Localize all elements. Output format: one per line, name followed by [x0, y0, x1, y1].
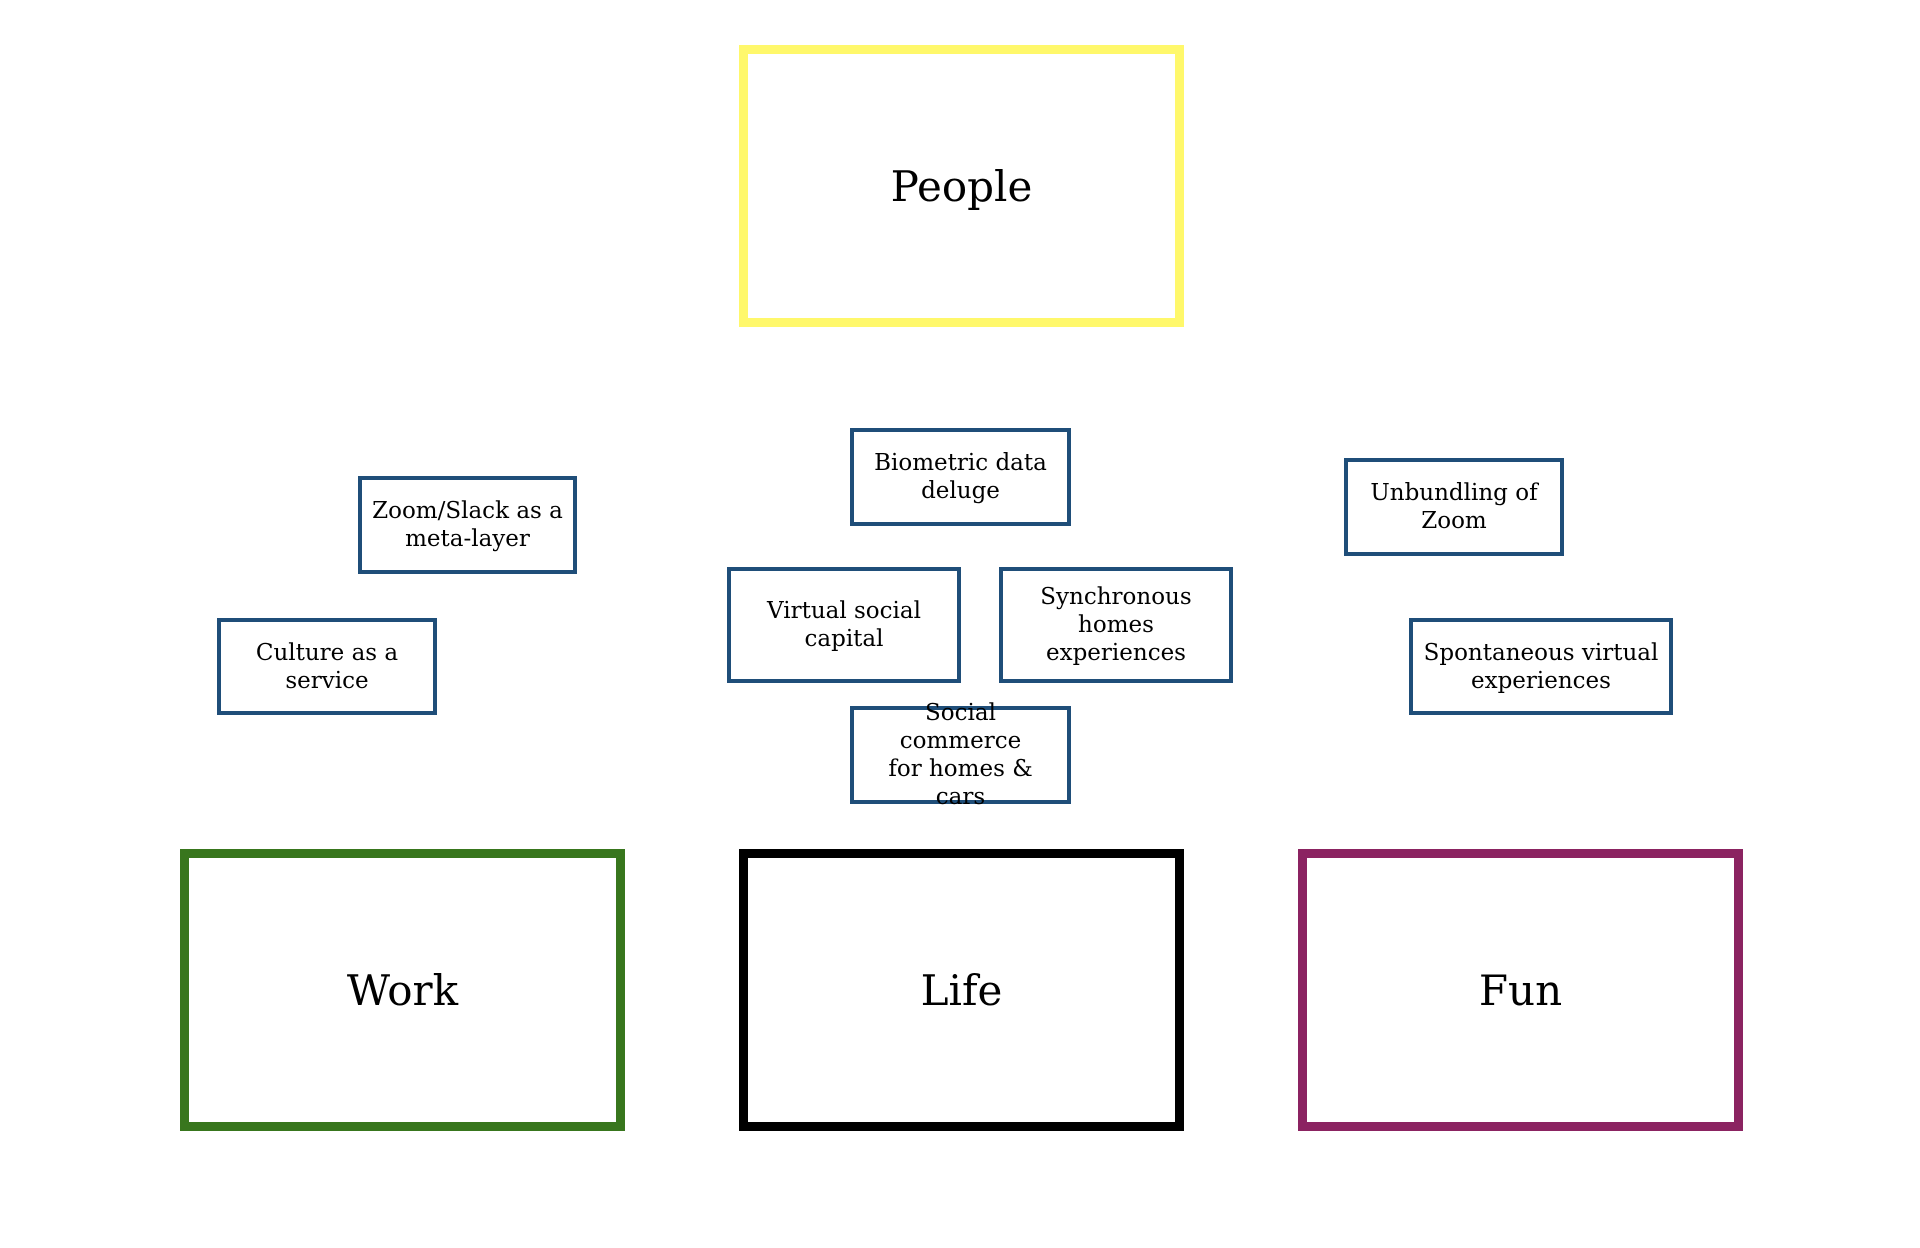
idea-virtual-social-capital: Virtual social capital	[727, 567, 961, 683]
work-box: Work	[180, 849, 625, 1131]
life-label: Life	[920, 965, 1003, 1015]
idea-label: Social commerce for homes & cars	[888, 700, 1033, 810]
life-box: Life	[739, 849, 1184, 1131]
idea-spontaneous-virtual-experiences: Spontaneous virtual experiences	[1409, 618, 1673, 715]
idea-label: Unbundling of Zoom	[1370, 480, 1538, 534]
idea-label: Virtual social capital	[767, 598, 921, 652]
idea-unbundling-of-zoom: Unbundling of Zoom	[1344, 458, 1564, 556]
people-box: People	[739, 45, 1184, 327]
idea-culture-as-a-service: Culture as a service	[217, 618, 437, 715]
idea-label: Biometric data deluge	[874, 450, 1047, 504]
idea-label: Synchronous homes experiences	[1040, 584, 1192, 666]
idea-label: Zoom/Slack as a meta-layer	[372, 498, 563, 552]
idea-synchronous-homes-experiences: Synchronous homes experiences	[999, 567, 1233, 683]
idea-biometric-data-deluge: Biometric data deluge	[850, 428, 1071, 526]
idea-label: Spontaneous virtual experiences	[1423, 639, 1659, 694]
idea-social-commerce: Social commerce for homes & cars	[850, 700, 1071, 810]
fun-label: Fun	[1478, 965, 1563, 1015]
fun-box: Fun	[1298, 849, 1743, 1131]
idea-zoom-slack-meta-layer: Zoom/Slack as a meta-layer	[358, 476, 577, 574]
idea-label: Culture as a service	[255, 639, 399, 694]
work-label: Work	[346, 965, 459, 1015]
people-label: People	[890, 161, 1033, 211]
